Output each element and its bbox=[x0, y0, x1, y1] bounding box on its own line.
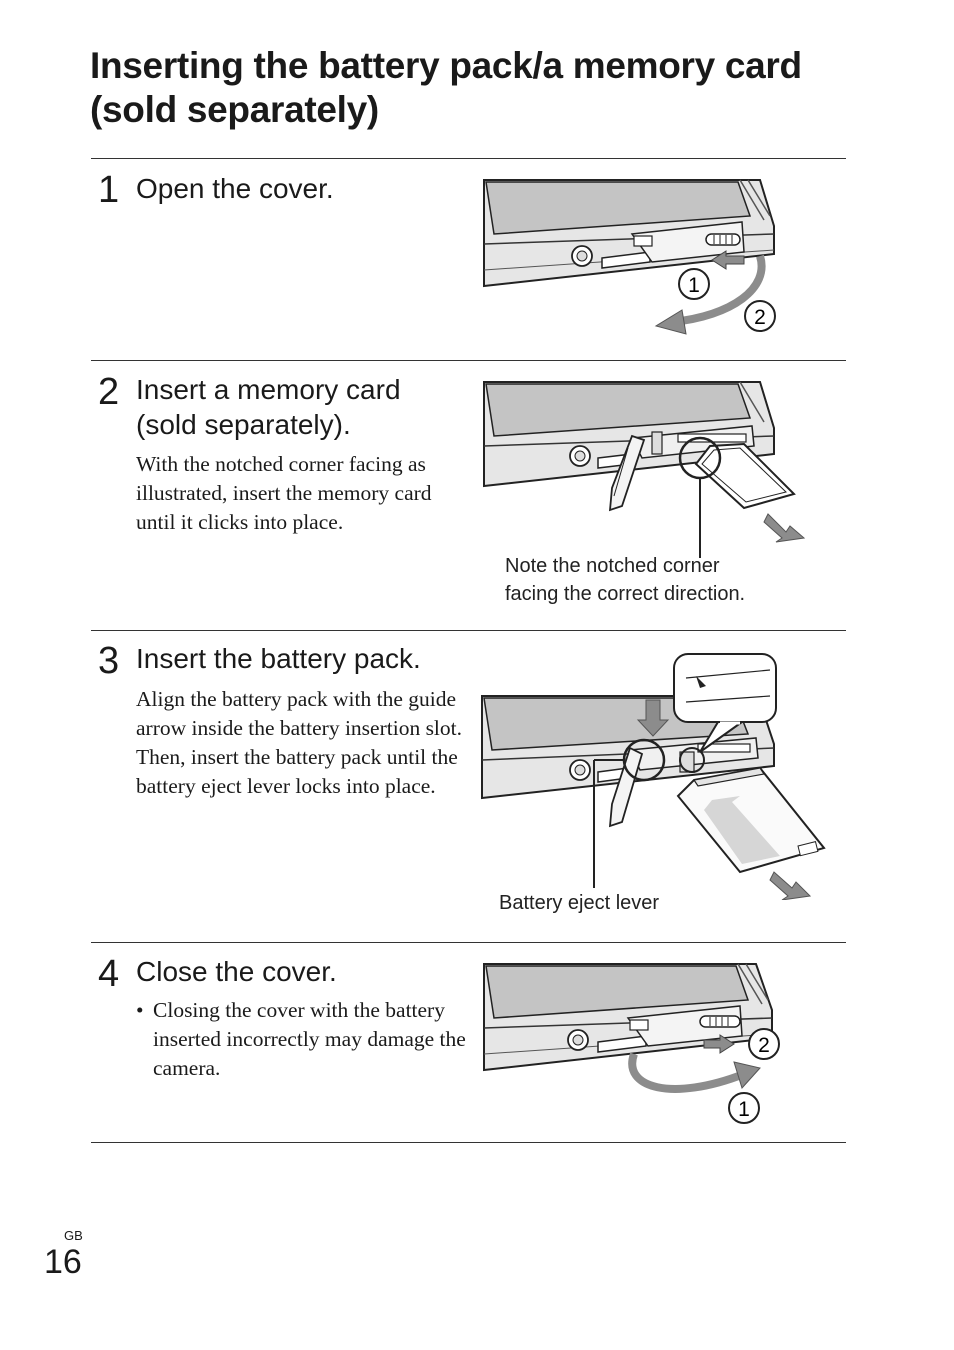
step-heading: Close the cover. bbox=[136, 956, 337, 987]
bullet-mark: • bbox=[136, 998, 144, 1022]
divider bbox=[91, 942, 846, 943]
callout-number: 1 bbox=[738, 1098, 750, 1121]
figure-caption: facing the correct direction. bbox=[505, 583, 746, 605]
camera-illustration bbox=[483, 963, 773, 1072]
divider bbox=[91, 158, 846, 159]
memory-card-figure bbox=[483, 381, 806, 558]
battery-figure bbox=[481, 653, 826, 900]
figure-caption: Battery eject lever bbox=[499, 892, 660, 914]
region-code: GB bbox=[64, 1228, 83, 1243]
divider bbox=[91, 630, 846, 631]
step-number: 4 bbox=[98, 953, 120, 995]
step-number: 1 bbox=[98, 169, 120, 211]
step-number: 3 bbox=[98, 640, 120, 682]
step-body: Align the battery pack with the guide ar… bbox=[136, 687, 463, 798]
step-number: 2 bbox=[98, 371, 120, 413]
callout-number: 1 bbox=[688, 274, 700, 297]
callout-circle bbox=[744, 300, 776, 332]
divider bbox=[91, 360, 846, 361]
callout-circle bbox=[748, 1028, 780, 1060]
step-heading: Open the cover. bbox=[136, 173, 334, 204]
bullet-item: • Closing the cover with the battery inse… bbox=[136, 996, 483, 1083]
close-cover-arrow-icon bbox=[703, 1034, 735, 1054]
step-body: With the notched corner facing as illust… bbox=[136, 452, 432, 534]
open-cover-figure: 1 2 bbox=[483, 179, 776, 335]
close-cover-figure: 2 1 bbox=[483, 963, 780, 1124]
battery-illustration bbox=[676, 766, 826, 874]
guide-arrow-inset bbox=[673, 653, 777, 723]
open-cover-arrow-icon bbox=[711, 250, 745, 270]
page-number: 16 bbox=[44, 1243, 82, 1281]
figure-caption: Note the notched corner bbox=[505, 555, 720, 577]
callout-number: 2 bbox=[754, 306, 766, 329]
divider bbox=[91, 1142, 846, 1143]
callout-number: 2 bbox=[758, 1034, 770, 1057]
page-title: Inserting the battery pack/a memory card… bbox=[90, 45, 802, 130]
step-heading: Insert a memory card (sold separately). bbox=[136, 374, 401, 440]
callout-circle bbox=[678, 268, 710, 300]
callout-circle bbox=[728, 1092, 760, 1124]
step-heading: Insert the battery pack. bbox=[136, 643, 421, 674]
insert-arrow-icon bbox=[769, 871, 812, 900]
insert-arrow-icon bbox=[763, 513, 806, 543]
bullet-text: Closing the cover with the battery inser… bbox=[153, 998, 466, 1080]
insert-arrow-icon bbox=[636, 699, 670, 737]
camera-illustration bbox=[483, 179, 775, 288]
